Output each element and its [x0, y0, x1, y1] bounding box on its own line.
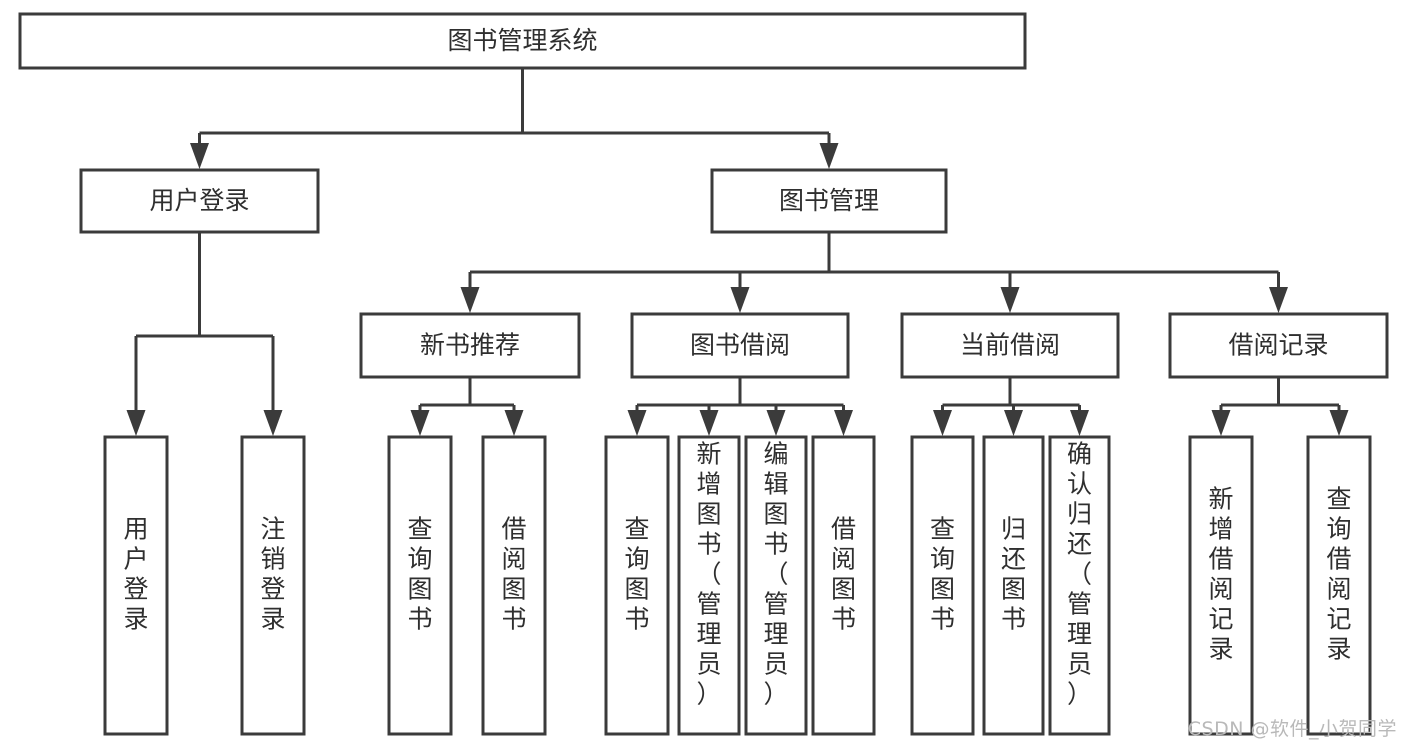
node-label: 查询借阅记录: [1326, 485, 1351, 664]
arrow-head-icon: [766, 410, 786, 436]
node-leaf-query-book-cur[interactable]: 查询图书: [910, 435, 975, 736]
node-box[interactable]: [910, 435, 975, 736]
node-box[interactable]: [103, 435, 169, 736]
arrow-head-icon: [190, 143, 209, 169]
connector-group: [126, 232, 283, 436]
node-box[interactable]: [811, 435, 876, 736]
node-box[interactable]: [387, 435, 453, 736]
node-leaf-edit-book[interactable]: 编辑图书（管理员）: [744, 435, 808, 736]
node-box[interactable]: [710, 168, 948, 234]
node-book-borrow[interactable]: 图书借阅: [630, 312, 850, 379]
node-box[interactable]: [900, 312, 1120, 379]
connector-group: [410, 377, 524, 436]
node-leaf-user-login[interactable]: 用户登录: [103, 435, 169, 736]
node-label: 确认归还（管理员）: [1067, 440, 1092, 709]
node-leaf-logout[interactable]: 注销登录: [240, 435, 306, 736]
node-box[interactable]: [744, 435, 808, 736]
arrow-head-icon: [410, 410, 430, 436]
node-leaf-query-record[interactable]: 查询借阅记录: [1306, 435, 1372, 736]
arrow-head-icon: [504, 410, 524, 436]
node-box[interactable]: [18, 12, 1027, 70]
node-current-borrow[interactable]: 当前借阅: [900, 312, 1120, 379]
arrow-head-icon: [819, 143, 839, 169]
arrow-head-icon: [1329, 410, 1349, 436]
connector-group: [190, 68, 839, 169]
node-label: 图书借阅: [690, 331, 790, 360]
node-box[interactable]: [630, 312, 850, 379]
node-label: 新书推荐: [420, 331, 520, 360]
node-label: 查询图书: [407, 515, 432, 634]
node-box[interactable]: [1048, 435, 1111, 736]
arrow-head-icon: [1000, 287, 1020, 313]
node-leaf-borrow-book-rec[interactable]: 借阅图书: [481, 435, 547, 736]
node-leaf-query-book-rec[interactable]: 查询图书: [387, 435, 453, 736]
arrow-head-icon: [1004, 410, 1023, 436]
node-label: 当前借阅: [960, 331, 1060, 360]
connector-layer: [126, 68, 1349, 436]
node-label: 查询图书: [930, 515, 955, 634]
node-leaf-return-book[interactable]: 归还图书: [982, 435, 1045, 736]
node-box[interactable]: [79, 168, 320, 234]
arrow-head-icon: [263, 410, 283, 436]
node-box[interactable]: [359, 312, 581, 379]
arrow-head-icon: [730, 287, 750, 313]
node-box[interactable]: [1168, 312, 1389, 379]
node-label: 归还图书: [1001, 515, 1026, 634]
arrow-head-icon: [460, 287, 480, 313]
node-label: 借阅记录: [1228, 331, 1328, 360]
node-leaf-add-record[interactable]: 新增借阅记录: [1188, 435, 1254, 736]
node-leaf-confirm-return[interactable]: 确认归还（管理员）: [1048, 435, 1111, 736]
node-label: 借阅图书: [501, 515, 526, 634]
connector-group: [460, 232, 1288, 313]
node-leaf-add-book[interactable]: 新增图书（管理员）: [677, 435, 741, 736]
connector-group: [627, 377, 853, 436]
node-box[interactable]: [240, 435, 306, 736]
node-label: 用户登录: [123, 515, 148, 634]
node-label: 借阅图书: [831, 515, 856, 634]
node-label: 编辑图书（管理员）: [763, 440, 788, 709]
node-leaf-query-book-borrow[interactable]: 查询图书: [604, 435, 670, 736]
node-book-manage[interactable]: 图书管理: [710, 168, 948, 234]
connector-group: [1211, 377, 1349, 436]
node-label: 查询图书: [624, 515, 649, 634]
arrow-head-icon: [699, 410, 719, 436]
node-box[interactable]: [1188, 435, 1254, 736]
node-label: 图书管理系统: [447, 26, 597, 55]
node-box[interactable]: [604, 435, 670, 736]
node-user-login[interactable]: 用户登录: [79, 168, 320, 234]
arrow-head-icon: [1070, 410, 1089, 436]
arrow-head-icon: [933, 410, 952, 436]
node-new-book-recommend[interactable]: 新书推荐: [359, 312, 581, 379]
node-borrow-record[interactable]: 借阅记录: [1168, 312, 1389, 379]
node-label: 注销登录: [260, 515, 285, 634]
node-layer: 图书管理系统用户登录图书管理新书推荐图书借阅当前借阅借阅记录用户登录注销登录查询…: [18, 12, 1389, 736]
arrow-head-icon: [126, 410, 146, 436]
connector-group: [933, 377, 1089, 436]
node-label: 新增借阅记录: [1208, 485, 1233, 664]
watermark-label: CSDN @软件_小贺同学: [1187, 718, 1397, 740]
arrow-head-icon: [1269, 287, 1288, 313]
node-box[interactable]: [1306, 435, 1372, 736]
arrow-head-icon: [627, 410, 647, 436]
node-box[interactable]: [481, 435, 547, 736]
node-label: 用户登录: [149, 186, 249, 215]
node-box[interactable]: [982, 435, 1045, 736]
node-leaf-borrow-book[interactable]: 借阅图书: [811, 435, 876, 736]
node-label: 图书管理: [779, 186, 879, 215]
arrow-head-icon: [1211, 410, 1231, 436]
node-root[interactable]: 图书管理系统: [18, 12, 1027, 70]
node-label: 新增图书（管理员）: [696, 440, 721, 709]
arrow-head-icon: [834, 410, 853, 436]
node-box[interactable]: [677, 435, 741, 736]
